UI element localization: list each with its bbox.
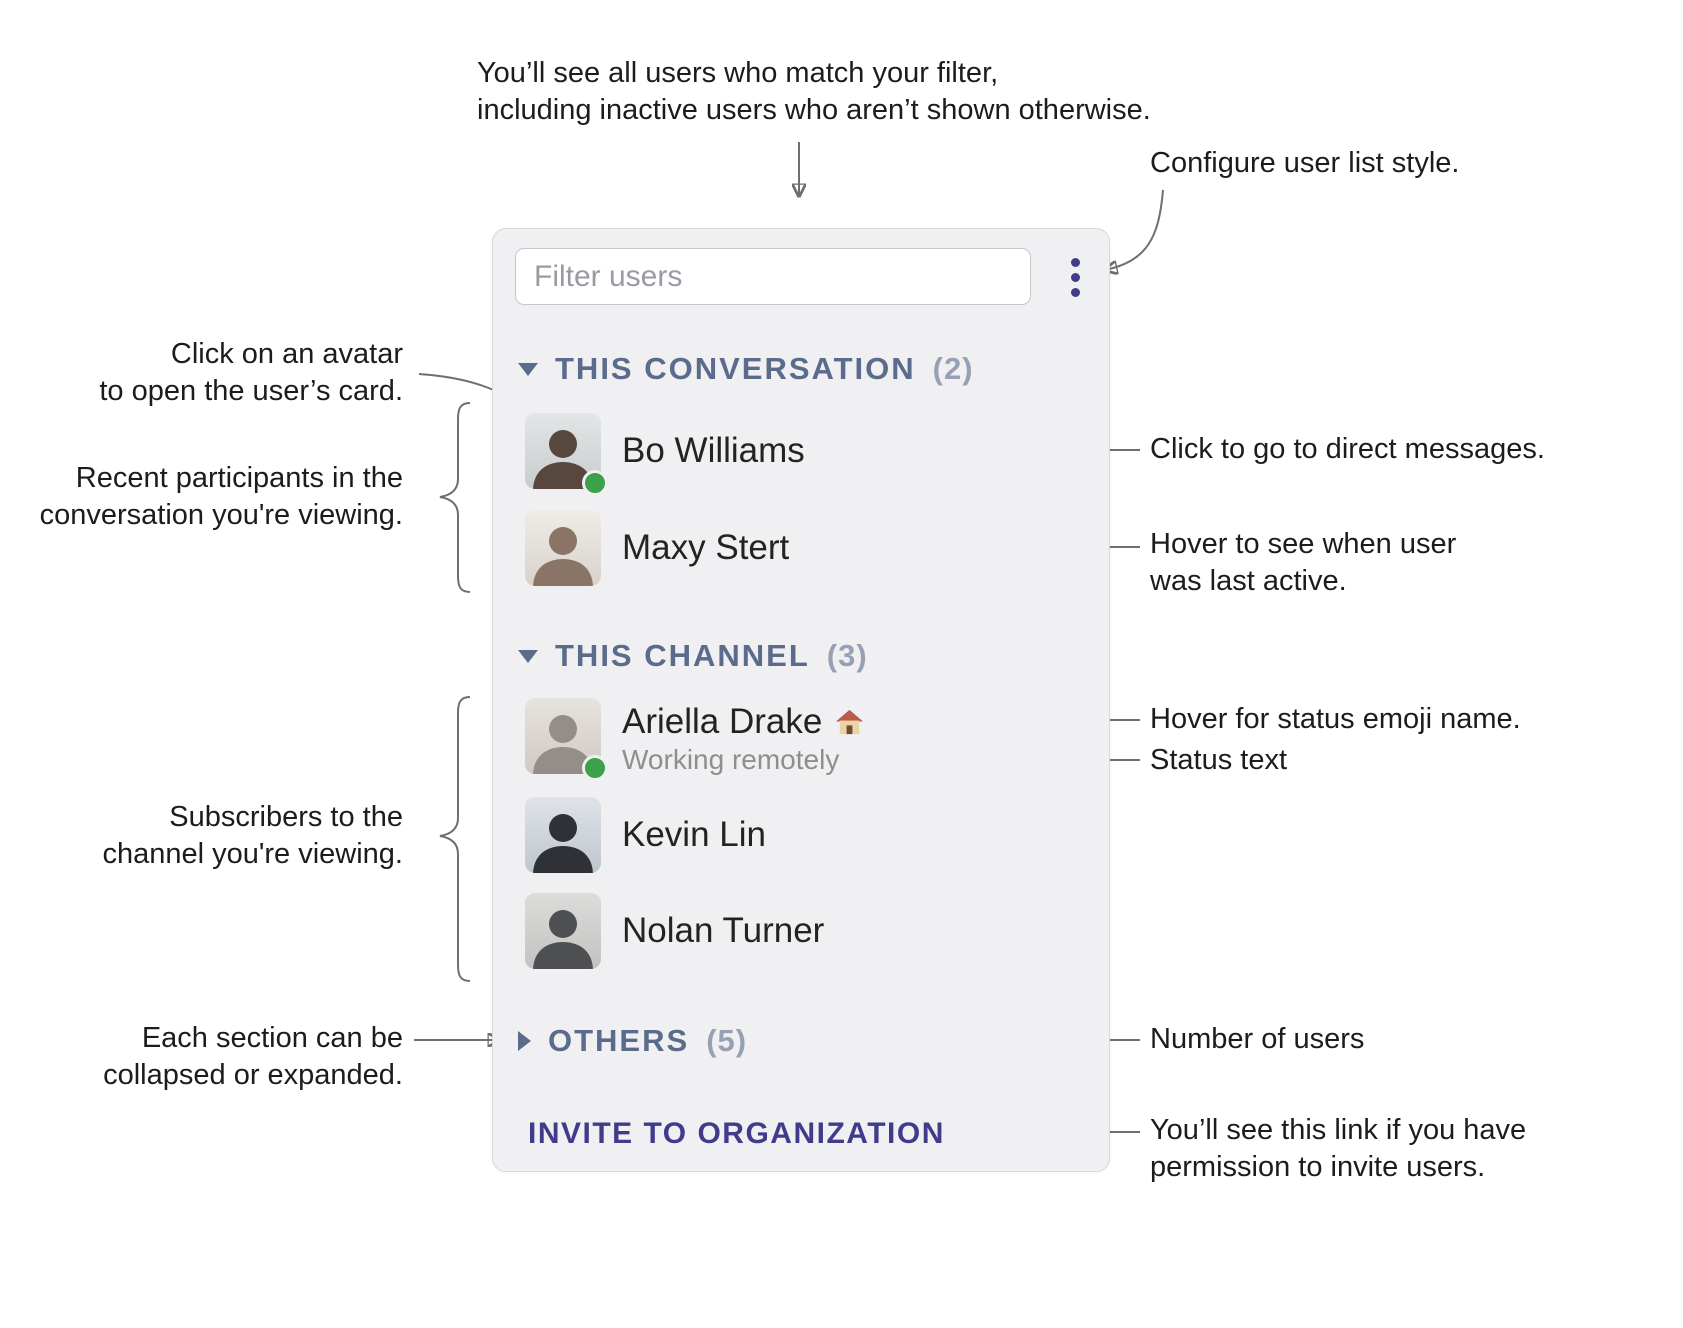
annotation-direct-messages: Click to go to direct messages. bbox=[1150, 433, 1545, 465]
filter-users-input[interactable] bbox=[515, 248, 1031, 305]
user-name[interactable]: Maxy Stert bbox=[622, 528, 790, 567]
avatar[interactable] bbox=[525, 510, 601, 586]
user-row: Bo Williams bbox=[525, 413, 805, 496]
collapse-triangle-icon[interactable] bbox=[518, 362, 538, 376]
annotation-collapse: Each section can be collapsed or expande… bbox=[103, 1022, 403, 1091]
section-header-this-channel[interactable]: THIS CHANNEL (3) bbox=[518, 638, 868, 674]
annotation-avatar: Click on an avatar to open the user’s ca… bbox=[99, 338, 403, 407]
presence-dot bbox=[582, 470, 608, 496]
avatar[interactable] bbox=[525, 893, 601, 969]
annotation-invite: You’ll see this link if you have permiss… bbox=[1150, 1114, 1527, 1183]
user-name[interactable]: Bo Williams bbox=[622, 431, 805, 470]
expand-triangle-icon[interactable] bbox=[518, 1031, 531, 1051]
user-row: Kevin Lin bbox=[525, 797, 766, 873]
annotation-filter: You’ll see all users who match your filt… bbox=[477, 57, 1151, 126]
section-count: (2) bbox=[932, 351, 974, 386]
section-label: OTHERS bbox=[548, 1023, 690, 1058]
annotation-user-count: Number of users bbox=[1150, 1023, 1365, 1055]
section-count: (3) bbox=[826, 638, 868, 673]
connector-configure-note bbox=[1105, 189, 1164, 270]
invite-to-organization-link[interactable]: INVITE TO ORGANIZATION bbox=[528, 1117, 945, 1150]
annotation-configure: Configure user list style. bbox=[1150, 147, 1460, 179]
user-row: Nolan Turner bbox=[525, 893, 824, 969]
avatar[interactable] bbox=[525, 413, 608, 496]
avatar-photo bbox=[525, 893, 601, 969]
presence-dot bbox=[582, 755, 608, 781]
avatar-photo bbox=[525, 797, 601, 873]
avatar[interactable] bbox=[525, 698, 608, 781]
section-header-this-conversation[interactable]: THIS CONVERSATION (2) bbox=[518, 351, 974, 387]
user-name[interactable]: Nolan Turner bbox=[622, 911, 825, 950]
section-count: (5) bbox=[706, 1023, 748, 1058]
user-list-panel: THIS CONVERSATION (2) Bo Williams Maxy S… bbox=[492, 228, 1110, 1172]
annotation-last-active: Hover to see when user was last active. bbox=[1150, 528, 1457, 597]
brace-subscribers bbox=[439, 696, 471, 982]
annotation-subscribers: Subscribers to the channel you're viewin… bbox=[102, 801, 403, 870]
user-row: Ariella Drake Working remotely bbox=[525, 698, 865, 781]
user-status-text: Working remotely bbox=[622, 744, 840, 775]
user-list-menu-button[interactable] bbox=[1053, 251, 1097, 303]
section-label: THIS CHANNEL bbox=[555, 638, 810, 673]
annotation-recent-participants: Recent participants in the conversation … bbox=[39, 462, 403, 531]
user-row: Maxy Stert bbox=[525, 510, 789, 586]
user-name[interactable]: Kevin Lin bbox=[622, 815, 766, 854]
user-name[interactable]: Ariella Drake bbox=[622, 702, 823, 741]
section-label: THIS CONVERSATION bbox=[555, 351, 916, 386]
annotation-status-emoji: Hover for status emoji name. bbox=[1150, 703, 1521, 735]
brace-recent-participants bbox=[439, 402, 471, 593]
avatar[interactable] bbox=[525, 797, 601, 873]
collapse-triangle-icon[interactable] bbox=[518, 649, 538, 663]
annotation-status-text: Status text bbox=[1150, 744, 1288, 776]
status-emoji-house-icon[interactable] bbox=[834, 707, 865, 738]
section-header-others[interactable]: OTHERS (5) bbox=[518, 1023, 747, 1059]
avatar-photo bbox=[525, 510, 601, 586]
vertical-ellipsis-icon bbox=[1070, 257, 1080, 297]
